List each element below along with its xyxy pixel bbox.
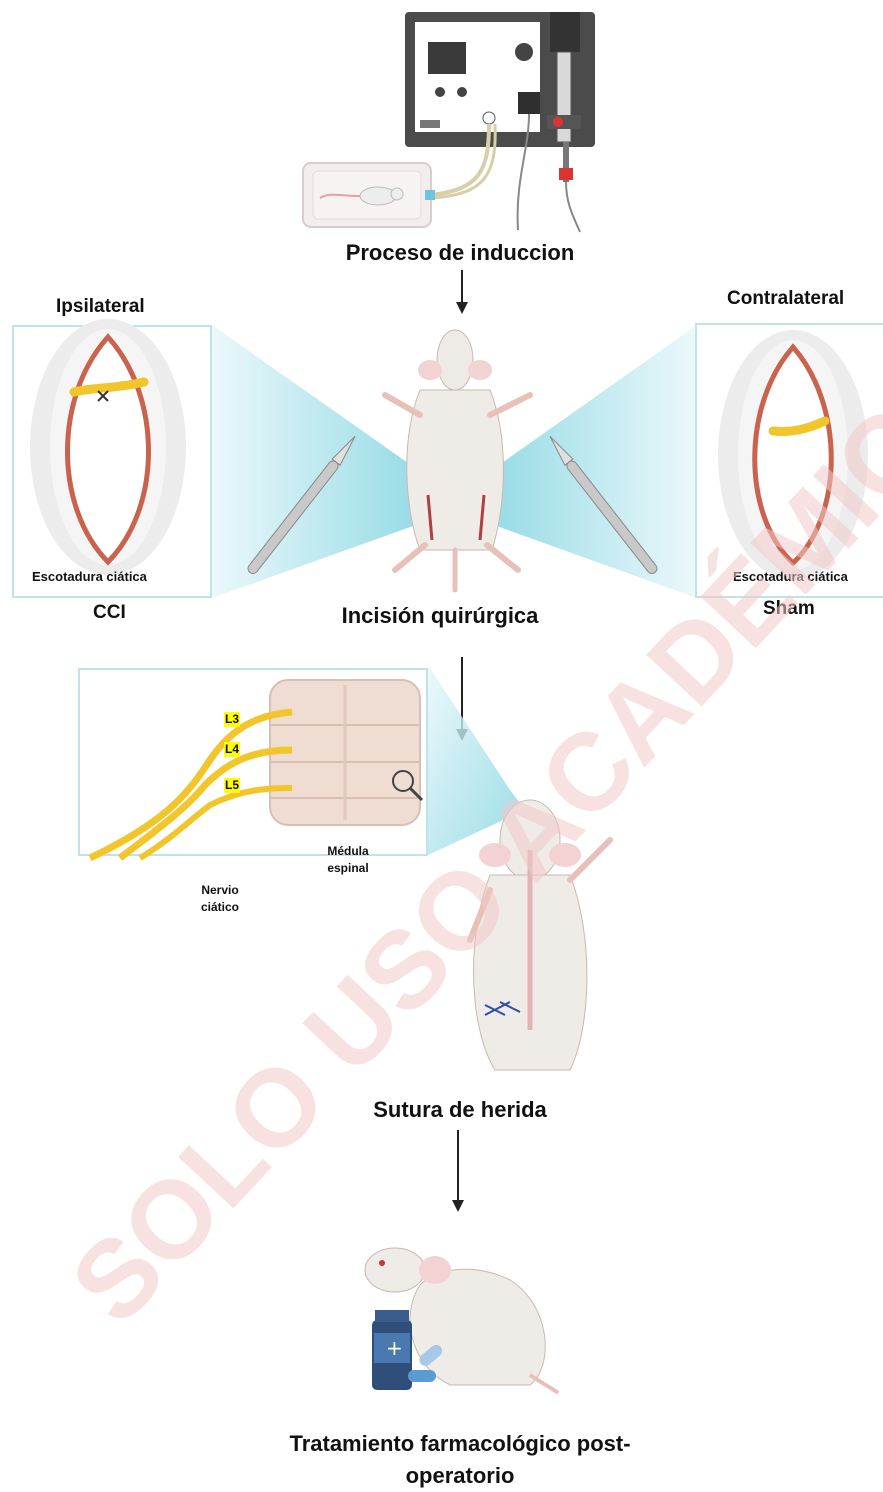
step-induction-label: Proceso de induccion (300, 240, 620, 266)
svg-text:+: + (386, 1336, 403, 1360)
rat-suture-illustration (430, 780, 630, 1080)
vertebra-label-l3: L3 (224, 712, 240, 727)
vertebra-label-l4: L4 (224, 742, 240, 757)
sciatic-nerve-label: Nervio ciático (190, 882, 250, 916)
step-incision-label: Incisión quirúrgica (290, 603, 590, 629)
spinal-cord-illustration (80, 670, 430, 858)
right-panel-footer: Sham (763, 598, 815, 620)
rat-incision-illustration (0, 320, 883, 600)
spinal-cord-panel (78, 668, 428, 856)
anesthesia-machine-illustration (0, 0, 883, 240)
rat-treatment-illustration: + (360, 1225, 560, 1395)
right-panel-header: Contralateral (727, 288, 844, 310)
vertebra-label-l5: L5 (224, 778, 240, 793)
left-panel-header: Ipsilateral (56, 296, 145, 318)
arrow-down-icon (452, 268, 472, 318)
magnifier-icon (388, 766, 428, 806)
spinal-cord-label: Médula espinal (318, 843, 378, 877)
step-treatment-label: Tratamiento farmacológico post- operator… (220, 1428, 700, 1492)
step-suture-label: Sutura de herida (310, 1097, 610, 1123)
left-panel-footer: CCI (93, 602, 126, 624)
arrow-down-icon (448, 1128, 468, 1218)
